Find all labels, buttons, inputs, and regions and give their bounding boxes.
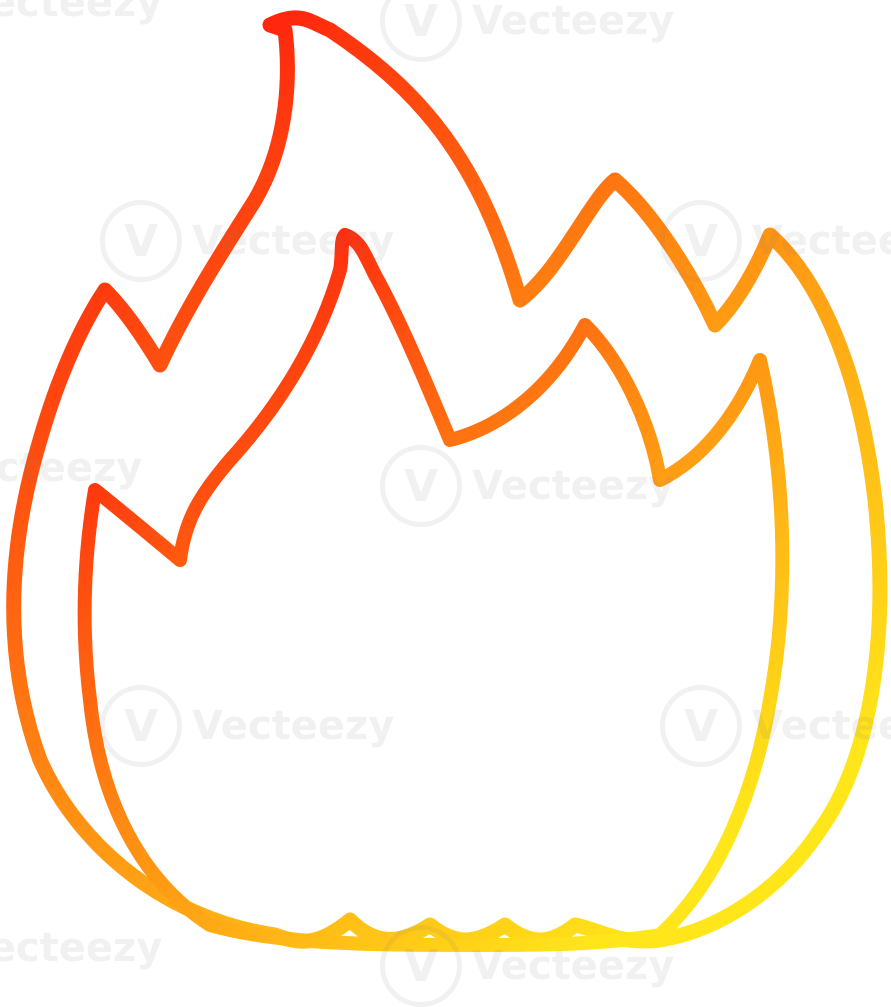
flame-illustration (6, 10, 888, 952)
outer-flame-outline (6, 10, 888, 949)
inner-flame-outline (77, 228, 790, 952)
